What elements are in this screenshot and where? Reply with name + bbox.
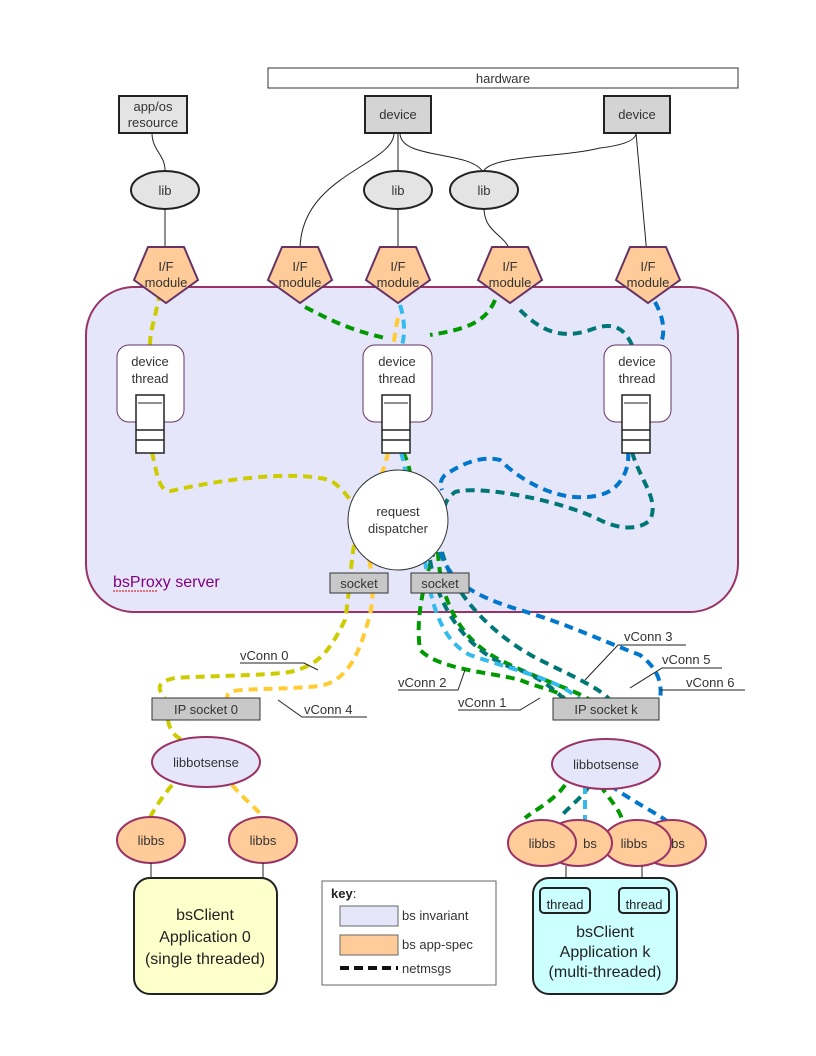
app-os-resource-box [118,95,188,134]
svg-text:bs: bs [671,836,685,851]
legend-label-invariant: bs invariant [402,908,469,923]
libbotsense-left: libbotsense [151,736,261,788]
libbotsense-right: libbotsense [551,738,661,790]
svg-text:socket: socket [340,576,378,591]
libbs-left-1: libbs [116,816,186,864]
vconn-0-label: vConn 0 [240,648,288,663]
svg-text:thread: thread [132,371,169,386]
if-module-5: I/F module [614,246,682,305]
if-module-1: I/F module [132,246,200,305]
thread-box-1 [539,887,591,914]
svg-text:device: device [131,354,169,369]
hardware-label: hardware [476,71,530,86]
lib-label-2: lib [391,183,404,198]
device-thread-1: device thread [116,344,185,454]
client-application-k: thread thread bsClient Application k (mu… [532,877,678,995]
if-module-2: I/F module [266,246,334,305]
legend-swatch-app-spec [339,934,399,956]
request-dispatcher: request dispatcher [347,469,449,571]
lib-ellipse-3 [449,170,519,210]
svg-text:module: module [627,275,670,290]
thread-box-2 [618,887,670,914]
app-os-resource-label-2: resource [128,115,179,130]
svg-text:(single threaded): (single threaded) [145,951,265,968]
lib-ellipse-2 [363,170,433,210]
lib-label-3: lib [477,183,490,198]
svg-text:bsClient: bsClient [176,907,234,924]
svg-text:key:: key: [331,886,356,901]
svg-text:(multi-threaded): (multi-threaded) [549,964,662,981]
vconn-5-label: vConn 5 [662,652,710,667]
svg-text:socket: socket [421,576,459,591]
svg-text:IP socket 0: IP socket 0 [174,702,238,717]
vconn-6-label: vConn 6 [686,675,734,690]
ip-socket-k: IP socket k [552,697,660,721]
svg-text:libbs: libbs [529,836,556,851]
app-connectors [150,863,643,878]
vconn-labels [240,644,745,718]
device-box-2 [603,95,671,134]
svg-text:libbotsense: libbotsense [173,755,239,770]
svg-text:libbs: libbs [621,836,648,851]
app-os-resource-label-1: app/os [133,99,173,114]
svg-text:request: request [376,504,420,519]
server-title: bsProxy server [113,574,220,591]
svg-text:module: module [279,275,322,290]
svg-text:Application k: Application k [560,944,652,961]
device-thread-2: device thread [362,344,433,454]
svg-text:I/F: I/F [292,259,307,274]
lib-ellipse-1 [130,170,200,210]
ip-socket-0: IP socket 0 [151,697,261,721]
svg-text:module: module [145,275,188,290]
svg-text:device: device [378,354,416,369]
svg-text:device: device [618,354,656,369]
lib-label-1: lib [158,183,171,198]
device-box-1 [364,95,432,134]
svg-text:Application 0: Application 0 [159,929,251,946]
vconn-4-label: vConn 4 [304,702,352,717]
svg-text:module: module [377,275,420,290]
socket-left: socket [329,572,389,594]
legend-label-app-spec: bs app-spec [402,937,473,952]
svg-text:libbs: libbs [250,833,277,848]
legend-swatch-invariant [339,905,399,927]
svg-text:bs: bs [583,836,597,851]
svg-text:thread: thread [379,371,416,386]
vconn-3-label: vConn 3 [624,629,672,644]
svg-text:I/F: I/F [640,259,655,274]
libbs-right-1: libbs [507,819,577,867]
device-label-2: device [618,107,656,122]
client-application-0: bsClient Application 0 (single threaded) [133,877,278,995]
device-thread-3: device thread [603,344,672,454]
svg-text:I/F: I/F [390,259,405,274]
svg-text:dispatcher: dispatcher [368,521,429,536]
libbs-right-3: libbs [602,819,672,867]
svg-text:IP socket k: IP socket k [574,702,638,717]
device-label-1: device [379,107,417,122]
hardware-bar [267,67,739,89]
if-module-3: I/F module [364,246,432,305]
svg-text:thread: thread [547,897,584,912]
svg-text:I/F: I/F [502,259,517,274]
svg-text:thread: thread [626,897,663,912]
svg-text:libbotsense: libbotsense [573,757,639,772]
svg-text:thread: thread [619,371,656,386]
socket-right: socket [410,572,470,594]
if-module-4: I/F module [476,246,544,305]
svg-text:libbs: libbs [138,833,165,848]
svg-text:module: module [489,275,532,290]
vconn-1-label: vConn 1 [458,695,506,710]
legend-key: key: bs invariant bs app-spec netmsgs [321,880,497,986]
vconn-2-label: vConn 2 [398,675,446,690]
libbs-left-2: libbs [228,816,298,864]
svg-text:bsClient: bsClient [576,924,634,941]
legend-label-netmsgs: netmsgs [402,961,452,976]
svg-text:I/F: I/F [158,259,173,274]
